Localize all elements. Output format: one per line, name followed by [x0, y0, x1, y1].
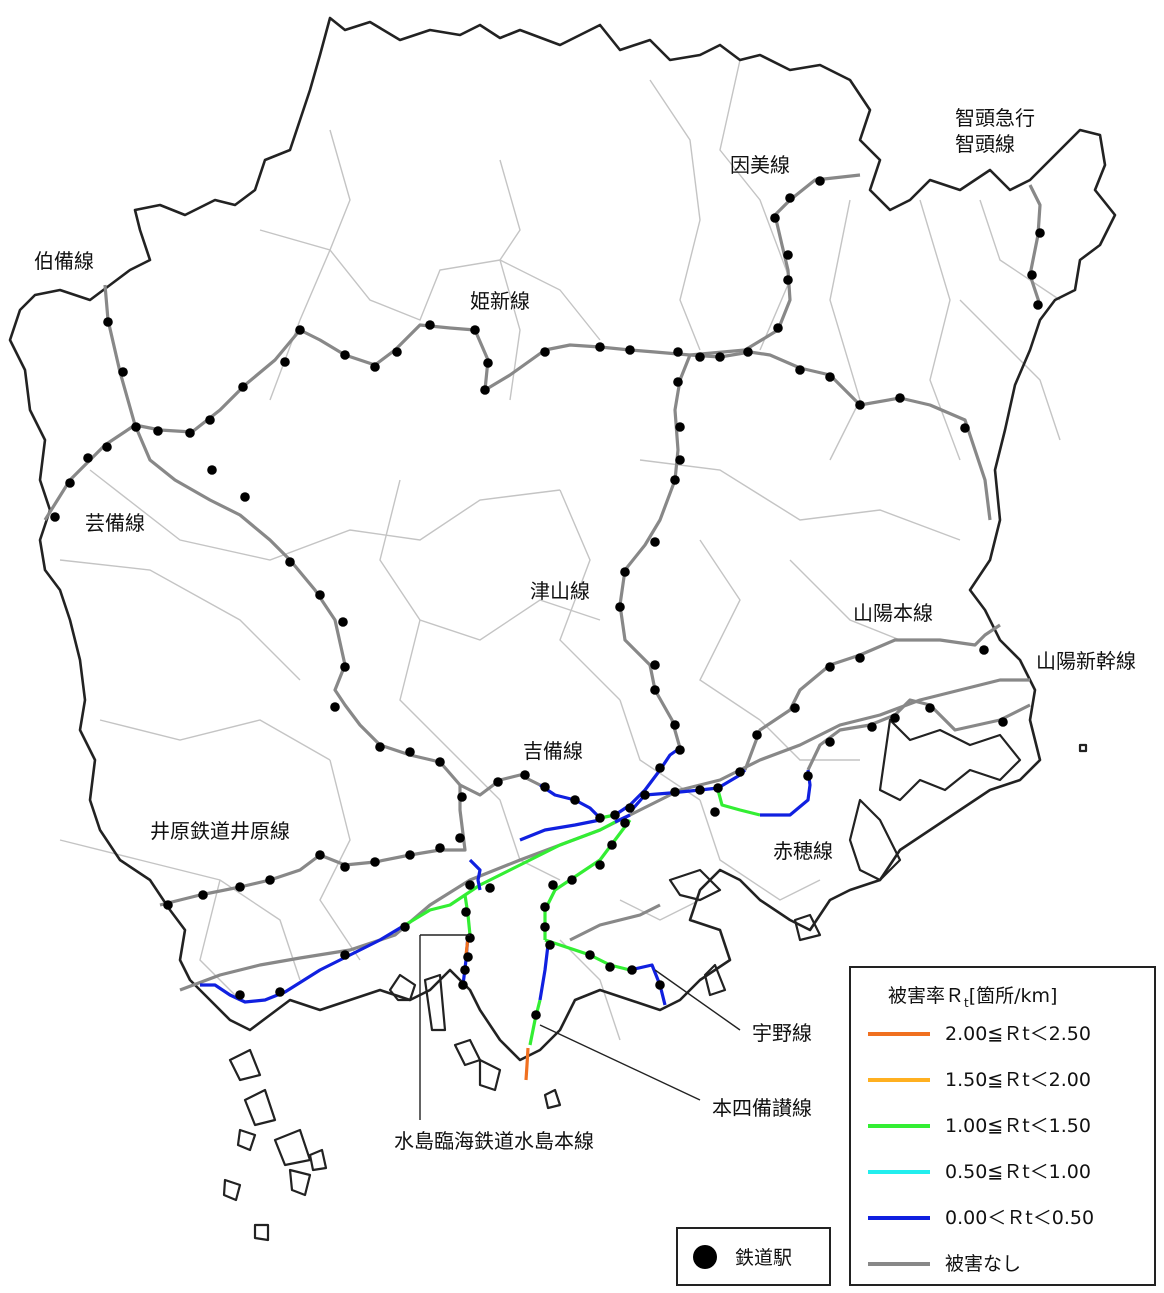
- leader-lines: [419, 934, 741, 1120]
- label-ibara: 井原鉄道井原線: [150, 819, 290, 843]
- legend-label-3: 0.50≦Ｒt＜1.00: [945, 1161, 1091, 1183]
- station-marker-icon: [693, 1245, 717, 1269]
- legend-label-0: 2.00≦Ｒt＜2.50: [945, 1023, 1091, 1045]
- label-chizu-line-0: 智頭急行: [955, 106, 1035, 130]
- label-honshi-bisan: 本四備讃線: [712, 1096, 812, 1120]
- prefecture-boundary: [8, 16, 1117, 1062]
- municipal-boundaries: [59, 59, 1061, 1041]
- legend-label-2: 1.00≦Ｒt＜1.50: [945, 1115, 1091, 1137]
- label-ako: 赤穂線: [773, 839, 833, 863]
- label-inbi: 因美線: [730, 153, 790, 177]
- station-legend: 鉄道駅: [676, 1227, 831, 1286]
- label-chizu-line-1: 智頭線: [955, 132, 1015, 156]
- legend-label-1: 1.50≦Ｒt＜2.00: [945, 1069, 1091, 1091]
- line-labels: 伯備線 姫新線 因美線 智頭急行智頭線 芸備線 津山線 山陽本線 山陽新幹線 吉…: [34, 106, 1136, 1153]
- label-kibi: 吉備線: [523, 739, 583, 763]
- label-kishin: 姫新線: [470, 289, 530, 313]
- label-geibi: 芸備線: [85, 511, 145, 535]
- legend-label-5: 被害なし: [945, 1253, 1021, 1275]
- label-sanyo: 山陽本線: [853, 601, 933, 625]
- legend-label-4: 0.00＜Ｒt＜0.50: [945, 1207, 1094, 1229]
- damage-legend: 被害率Ｒt[箇所/km] 2.00≦Ｒt＜2.50 1.50≦Ｒt＜2.00 1.0…: [849, 966, 1156, 1286]
- label-sanyo-shinkansen: 山陽新幹線: [1036, 649, 1136, 673]
- label-uno: 宇野線: [752, 1021, 812, 1045]
- station-legend-label: 鉄道駅: [735, 1247, 792, 1269]
- stations: [50, 176, 1045, 1020]
- legend-title: 被害率Ｒt[箇所/km]: [888, 985, 1057, 1010]
- coastline-islands: [222, 718, 1088, 1242]
- label-chizu: 智頭急行智頭線: [955, 106, 1035, 156]
- label-tsuyama: 津山線: [530, 579, 590, 603]
- label-mizushima: 水島臨海鉄道水島本線: [394, 1129, 594, 1153]
- label-hakubi: 伯備線: [34, 249, 94, 273]
